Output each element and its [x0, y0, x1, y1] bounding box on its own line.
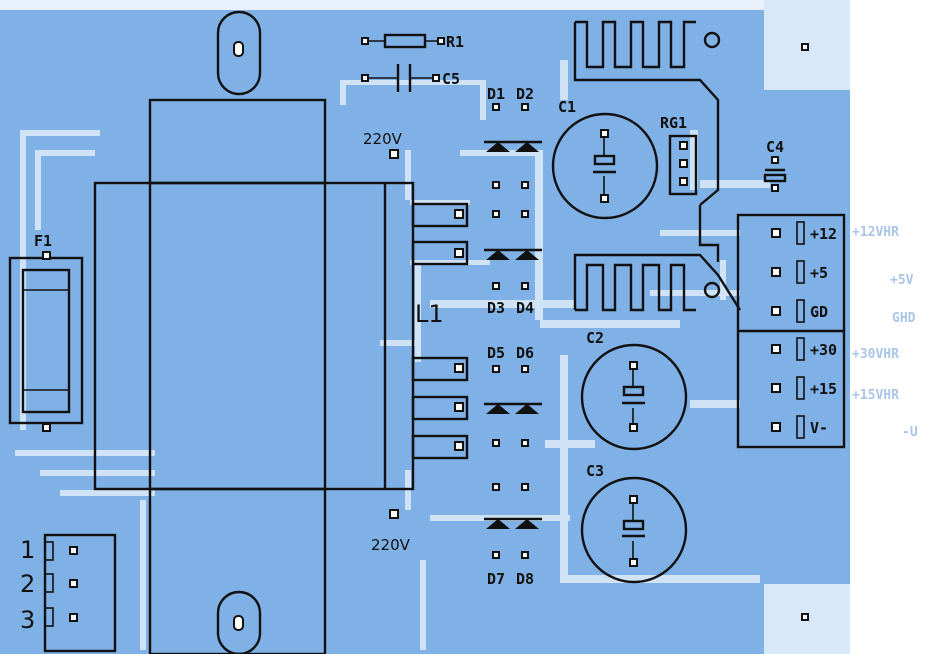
input-connector: 1 2 3: [20, 533, 117, 653]
capacitor-c3: C3: [580, 462, 688, 584]
label-r1: R1: [446, 33, 464, 51]
output-pin-plus5: +5: [810, 264, 828, 282]
output-pin-vminus: V-: [810, 419, 828, 437]
svg-text:-U: -U: [902, 425, 918, 440]
transformer-l1: 220V 220V L1: [93, 10, 444, 654]
label-d6: D6: [516, 344, 534, 362]
svg-text:+30VHR: +30VHR: [852, 347, 899, 362]
input-pin-2: 2: [20, 570, 35, 598]
label-220v-top: 220V: [363, 130, 403, 148]
capacitor-c5: C5: [361, 64, 460, 92]
input-pin-1: 1: [20, 536, 35, 564]
output-pin-plus15: +15: [810, 380, 837, 398]
board-top-strip: [0, 0, 850, 10]
label-d2: D2: [516, 85, 534, 103]
mount-hole-bottom-right: [801, 613, 809, 621]
label-f1: F1: [34, 232, 52, 250]
output-pin-plus12: +12: [810, 225, 837, 243]
svg-text:+15VHR: +15VHR: [852, 388, 899, 403]
label-c5: C5: [442, 70, 460, 88]
svg-text:+5V: +5V: [890, 273, 914, 288]
svg-text:GHD: GHD: [892, 311, 916, 326]
right-margin: [850, 0, 926, 654]
input-pin-3: 3: [20, 606, 35, 634]
diode-bridge-top: D1 D2 D3 D4: [484, 85, 542, 317]
label-l1: L1: [415, 300, 444, 328]
label-c3: C3: [586, 462, 604, 480]
regulator-rg1: RG1: [660, 114, 698, 196]
transformer-tabs: [411, 202, 469, 460]
label-c2: C2: [586, 329, 604, 347]
output-pin-plus30: +30: [810, 341, 837, 359]
mirrored-bleed-labels: +12VHR +5V GHD +30VHR +15VHR -U: [852, 225, 918, 440]
diode-bridge-bottom: D5 D6 D7 D8: [484, 344, 542, 588]
heatsink: [573, 20, 742, 312]
capacitor-c2: C2: [580, 329, 688, 451]
output-connector: +12 +5 GD +30 +15 V-: [736, 213, 846, 449]
resistor-r1: R1: [361, 33, 464, 51]
output-pin-gnd: GD: [810, 303, 828, 321]
label-c1: C1: [558, 98, 576, 116]
label-d3: D3: [487, 299, 505, 317]
label-220v-bottom: 220V: [371, 536, 411, 554]
label-d1: D1: [487, 85, 505, 103]
label-d8: D8: [516, 570, 534, 588]
label-d5: D5: [487, 344, 505, 362]
fuse-f1: F1: [8, 232, 84, 432]
label-rg1: RG1: [660, 114, 687, 132]
capacitor-c1: C1: [551, 98, 659, 220]
label-c4: C4: [766, 138, 784, 156]
svg-text:+12VHR: +12VHR: [852, 225, 899, 240]
label-d4: D4: [516, 299, 534, 317]
capacitor-c4: C4: [763, 138, 787, 192]
mount-hole-top-right: [801, 43, 809, 51]
label-d7: D7: [487, 570, 505, 588]
